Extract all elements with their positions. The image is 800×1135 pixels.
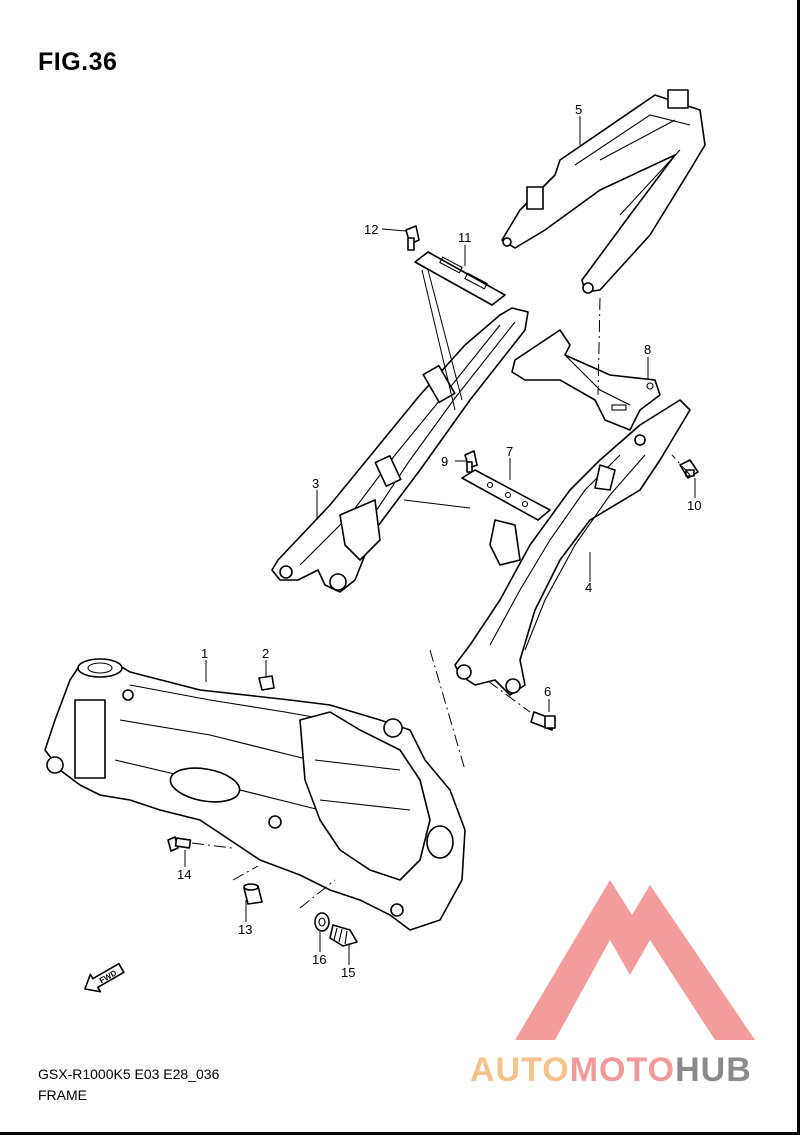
automotohub-logo-icon <box>515 880 755 1040</box>
callout-4: 4 <box>585 580 592 595</box>
callout-8: 8 <box>644 342 651 357</box>
watermark-moto: MOTO <box>569 1051 676 1089</box>
part-14-bolt <box>167 836 192 852</box>
callout-10: 10 <box>687 498 701 513</box>
model-code: GSX-R1000K5 E03 E28_036 <box>38 1066 220 1082</box>
sheet-name: FRAME <box>38 1087 87 1103</box>
callout-3: 3 <box>312 476 319 491</box>
callout-1: 1 <box>201 646 208 661</box>
part-16-washer <box>314 912 330 932</box>
callout-numbers: 1 2 3 4 5 6 7 8 9 10 11 12 13 14 15 16 <box>177 102 701 980</box>
part-11-plate <box>414 251 506 306</box>
callout-6: 6 <box>544 684 551 699</box>
part-10-bolt <box>679 459 699 479</box>
part-3-left-seat-rail <box>271 307 529 593</box>
callout-13: 13 <box>238 922 252 937</box>
part-4-right-seat-rail <box>454 399 691 696</box>
callout-14: 14 <box>177 867 191 882</box>
part-9-bolt <box>464 450 478 473</box>
callout-9: 9 <box>441 454 448 469</box>
assembly-lines <box>191 297 691 909</box>
watermark-auto: AUTO <box>470 1051 570 1089</box>
callout-11: 11 <box>458 230 472 245</box>
part-1-main-frame <box>44 658 466 931</box>
part-13-spacer <box>243 883 263 905</box>
part-15-pivot-bolt <box>329 924 358 947</box>
forward-arrow-icon: FWD <box>84 962 125 993</box>
callout-15: 15 <box>341 965 355 980</box>
callout-7: 7 <box>506 444 513 459</box>
leader-lines <box>184 116 696 965</box>
part-5-tail-bracket <box>501 89 706 294</box>
watermark-hub: HUB <box>675 1051 752 1089</box>
callout-12: 12 <box>364 222 378 237</box>
part-7-plate <box>461 469 551 521</box>
callout-2: 2 <box>262 646 269 661</box>
part-12-bolt <box>405 225 420 251</box>
figure-title: FIG.36 <box>38 48 118 76</box>
callout-5: 5 <box>575 102 582 117</box>
callout-16: 16 <box>312 952 326 967</box>
part-8-bracket <box>511 329 661 431</box>
watermark-text: AUTOMOTOHUB <box>470 1051 752 1090</box>
part-6-bolt <box>530 711 556 731</box>
part-2-collar <box>258 675 275 691</box>
